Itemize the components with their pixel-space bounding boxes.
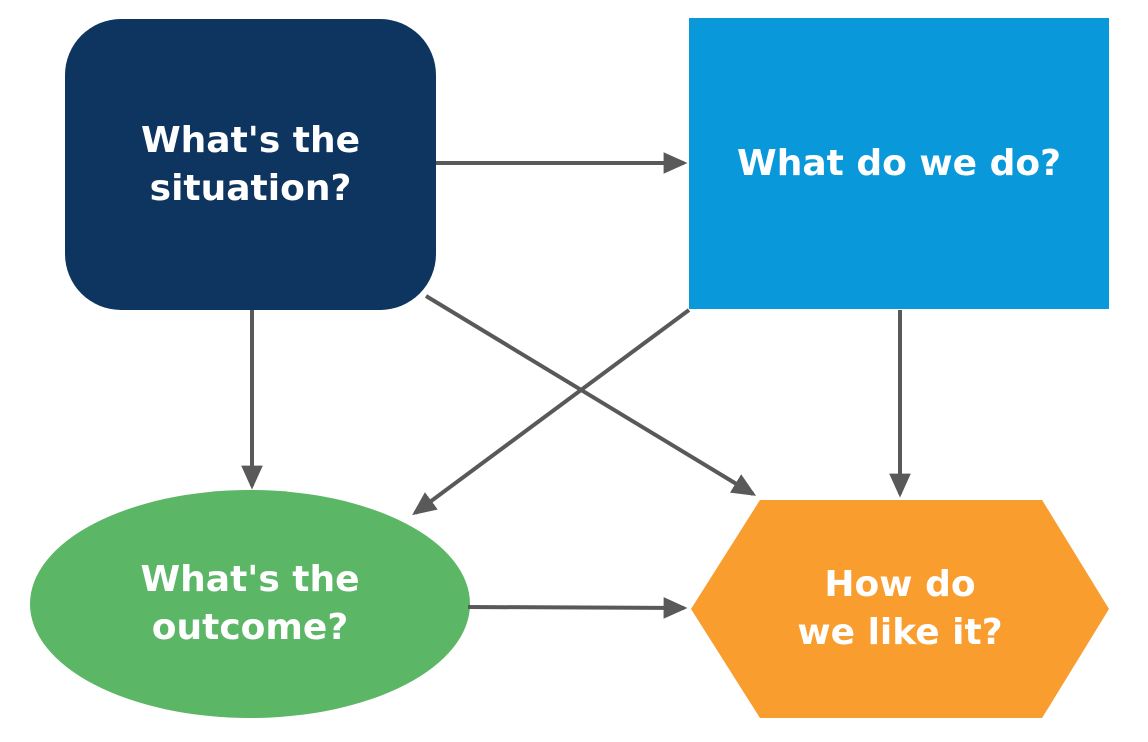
- node-situation-label: What's the situation?: [140, 119, 361, 209]
- node-action-label: What do we do?: [737, 142, 1061, 184]
- node-action[interactable]: What do we do?: [689, 18, 1109, 309]
- node-evaluation[interactable]: How do we like it?: [691, 500, 1109, 718]
- arrow-outcome-to-evaluation: [467, 597, 688, 619]
- node-evaluation-label: How do we like it?: [797, 564, 1003, 653]
- node-outcome-label: What's the outcome?: [140, 559, 360, 648]
- arrow-action-to-outcome: [412, 308, 691, 516]
- arrow-situation-to-evaluation: [424, 294, 757, 496]
- node-outcome[interactable]: What's the outcome?: [30, 490, 470, 718]
- node-situation[interactable]: What's the situation?: [65, 19, 436, 310]
